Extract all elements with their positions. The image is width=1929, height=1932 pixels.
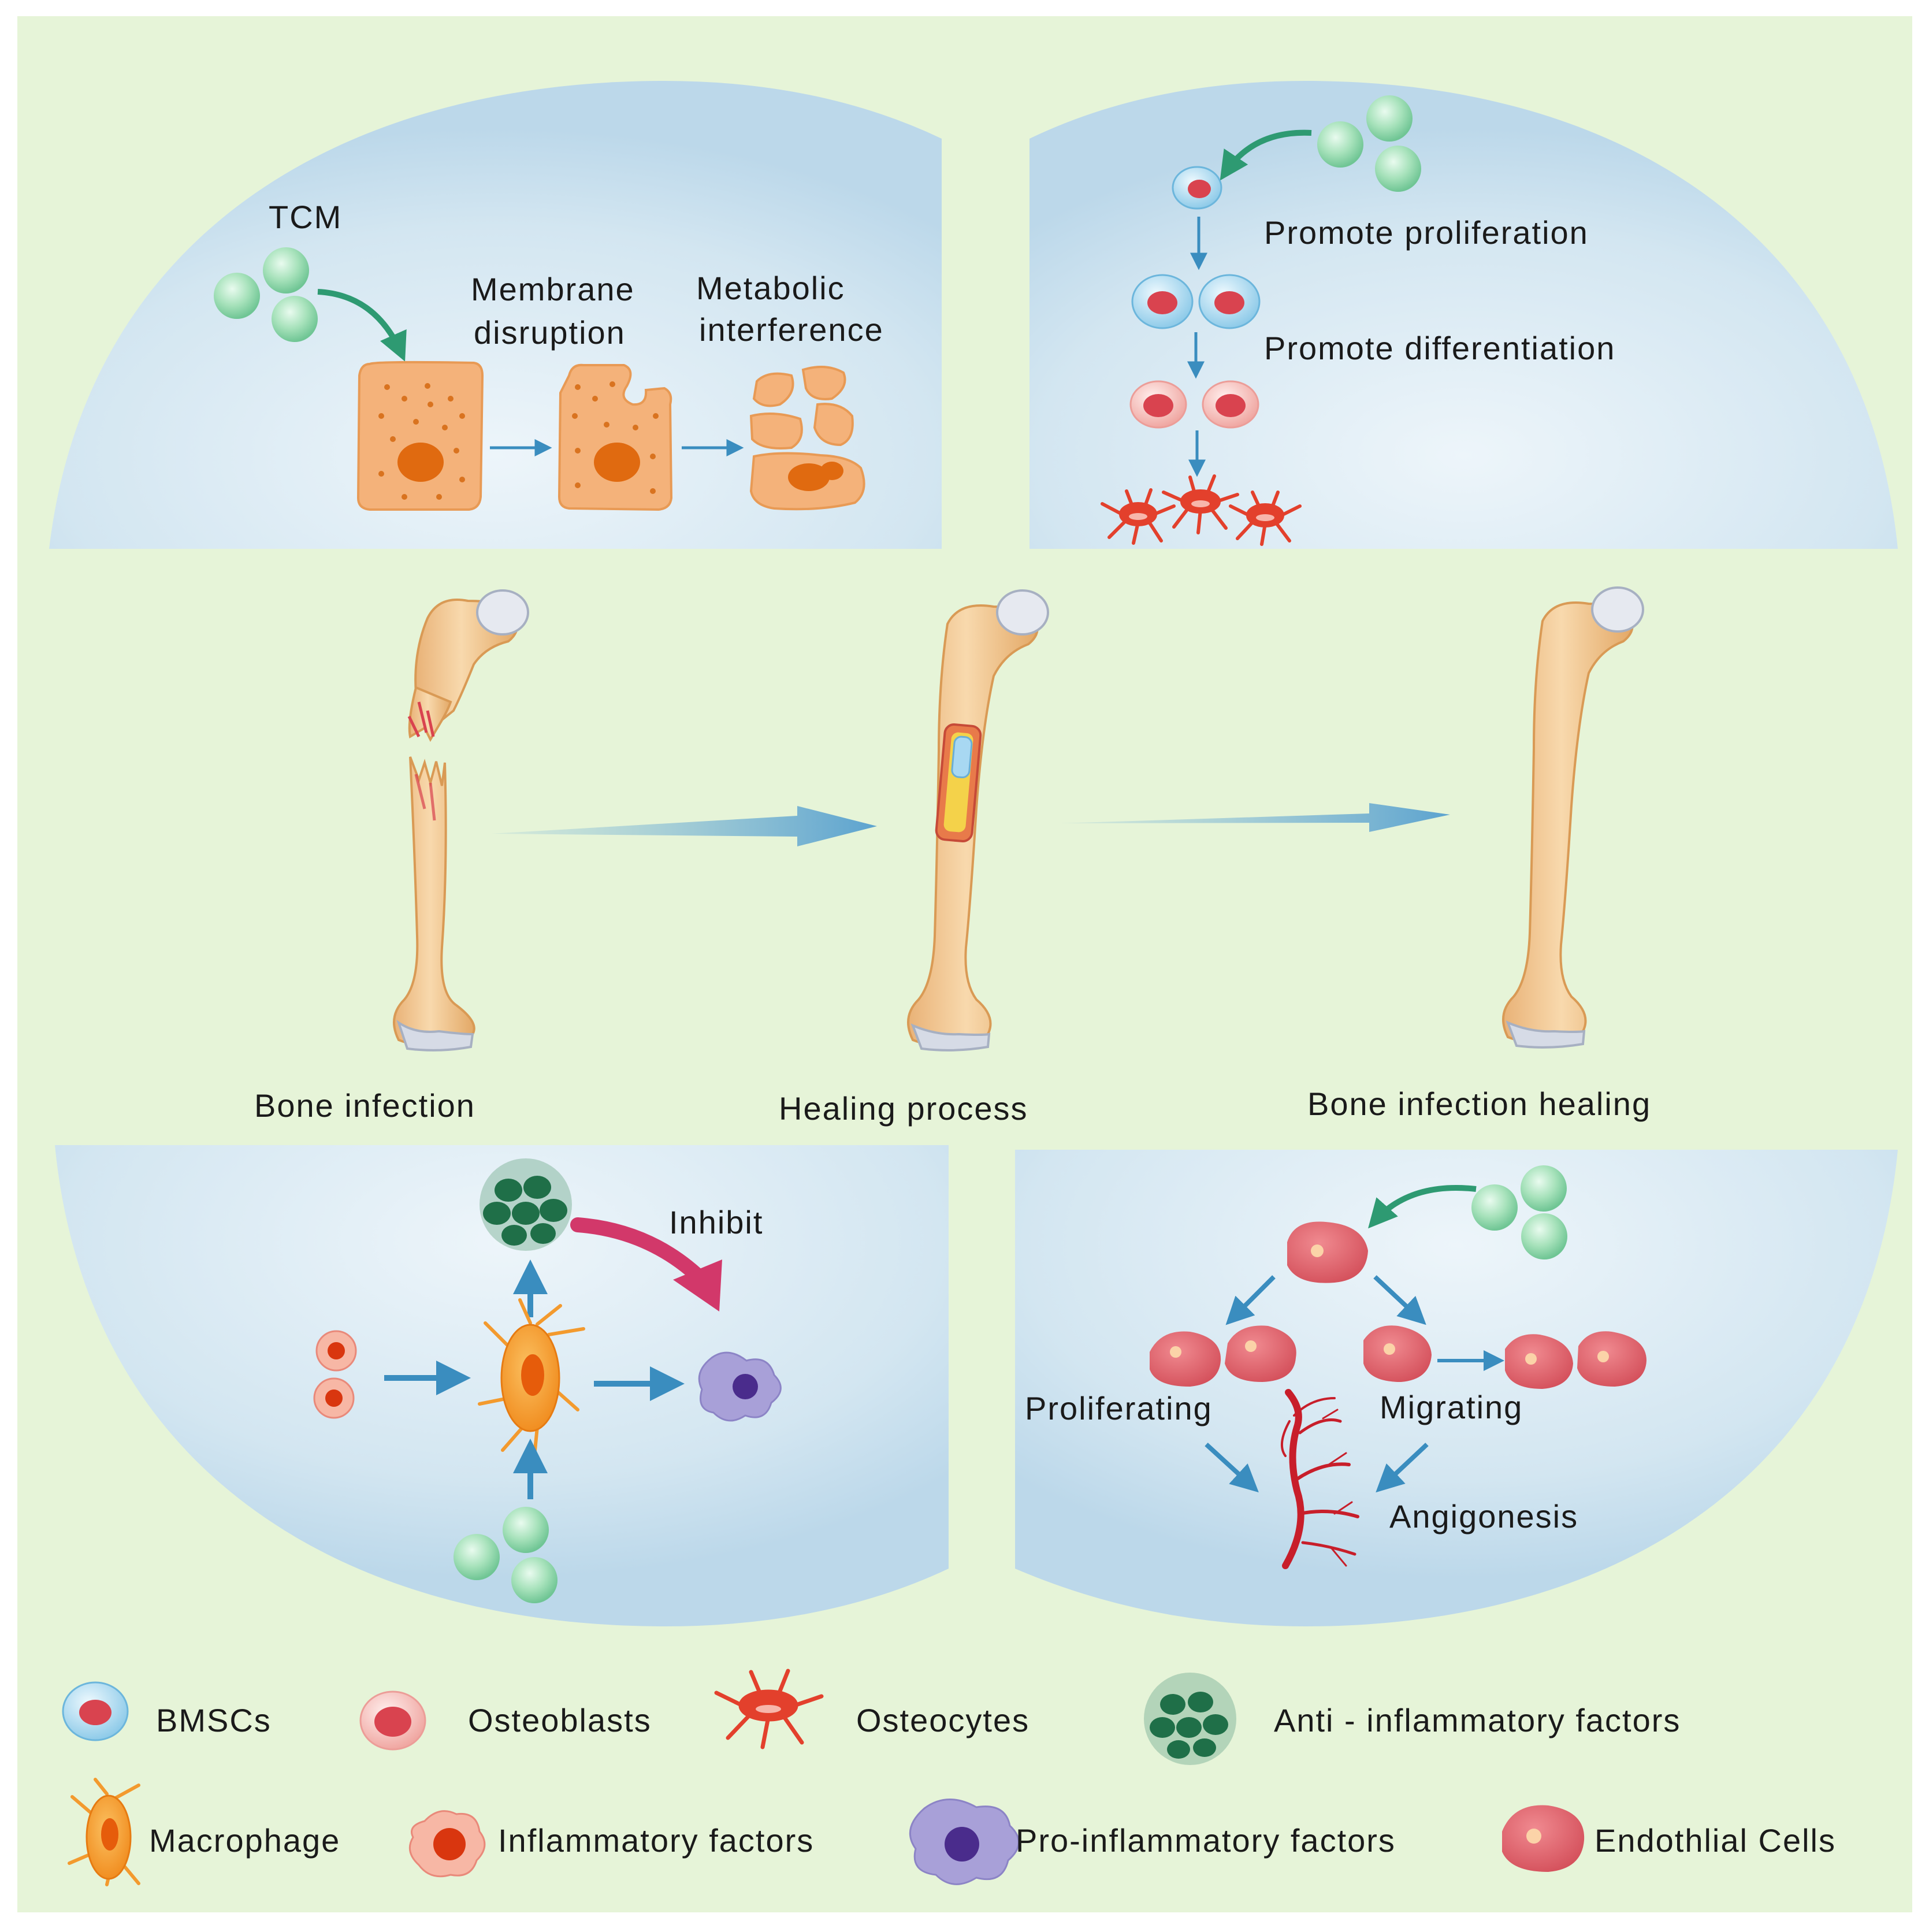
inhibit-label: Inhibit — [669, 1204, 763, 1240]
legend-osteocytes-label: Osteocytes — [856, 1702, 1029, 1738]
legend-pro-inflammatory-icon — [909, 1799, 1020, 1885]
tcm-arrow-icon — [317, 289, 407, 362]
bone-healing-sequence: Bone infection Healing process Bone infe… — [254, 586, 1651, 1127]
bacterium-disrupted-icon — [557, 363, 673, 511]
tcm-spheres-icon — [214, 247, 318, 342]
legend: BMSCs Osteoblasts Osteocytes Anti - infl… — [62, 1669, 1836, 1886]
arrow-icon — [1373, 1275, 1426, 1325]
endothelial-cell-migrating-icon — [1363, 1325, 1432, 1382]
panel-tcm-mechanism: TCM — [49, 81, 942, 549]
bmsc-cell-icon — [1172, 166, 1222, 210]
endothelial-cell-icon — [1287, 1221, 1368, 1283]
endothelial-cell-pair-icon — [1150, 1325, 1296, 1387]
legend-endothelial-label: Endothlial Cells — [1595, 1822, 1836, 1859]
arrow-icon — [1225, 1275, 1276, 1325]
tcm-label: TCM — [269, 199, 342, 235]
tcm-spheres-icon — [454, 1507, 557, 1603]
panel-macrophage-polarization: Inhibit — [55, 1145, 949, 1626]
tcm-spheres-icon — [1317, 95, 1421, 192]
metabolic-label-line1: Metabolic — [696, 270, 845, 306]
arrow-icon — [1205, 1443, 1259, 1493]
osteocyte-group-icon — [1101, 474, 1302, 546]
panel-bmsc-osteogenesis: Promote proliferation Promote differenti… — [1029, 81, 1898, 549]
legend-inflammatory-icon — [408, 1810, 486, 1878]
promote-differentiation-label: Promote differentiation — [1264, 330, 1615, 366]
migrating-label: Migrating — [1380, 1389, 1523, 1425]
legend-pro-inflammatory-label: Pro-inflammatory factors — [1016, 1822, 1396, 1859]
bmsc-cell-pair-icon — [1131, 274, 1261, 329]
macrophage-cell-icon — [478, 1298, 585, 1458]
proliferating-label: Proliferating — [1025, 1390, 1213, 1426]
tcm-arrow-icon — [1368, 1185, 1477, 1229]
endothelial-cell-pair-icon — [1505, 1331, 1646, 1389]
membrane-label-line2: disruption — [474, 314, 626, 351]
legend-macrophage-label: Macrophage — [149, 1822, 340, 1859]
angiogenesis-label: Angigonesis — [1389, 1498, 1578, 1535]
anti-inflammatory-factor-icon — [480, 1158, 572, 1251]
metabolic-label-line2: interference — [699, 311, 884, 348]
inflammatory-factor-icon — [313, 1330, 357, 1419]
legend-osteocytes-icon — [714, 1669, 824, 1749]
legend-osteoblasts-label: Osteoblasts — [468, 1702, 652, 1738]
blood-vessel-icon — [1280, 1389, 1359, 1569]
healing-process-label: Healing process — [779, 1090, 1028, 1127]
inhibit-arrowhead-icon — [673, 1259, 722, 1311]
osteoblast-pair-icon — [1129, 380, 1259, 429]
bone-with-implant-icon — [907, 589, 1049, 1052]
tcm-spheres-icon — [1471, 1165, 1567, 1259]
legend-anti-inflammatory-icon — [1144, 1673, 1236, 1765]
inhibit-arrow-icon — [570, 1217, 712, 1290]
panel-angiogenesis: Proliferating Migrating Angigonesis — [1015, 1150, 1898, 1626]
legend-bmscs-label: BMSCs — [156, 1702, 272, 1738]
progress-arrow-icon — [491, 806, 877, 846]
legend-anti-inflammatory-label: Anti - inflammatory factors — [1274, 1702, 1681, 1738]
membrane-label-line1: Membrane — [471, 271, 635, 307]
legend-inflammatory-label: Inflammatory factors — [498, 1822, 814, 1859]
fractured-bone-icon — [393, 589, 529, 1052]
legend-endothelial-icon — [1502, 1805, 1585, 1872]
arrow-icon — [1376, 1443, 1429, 1493]
bacterium-intact-icon — [356, 361, 484, 511]
bacterium-fragmented-icon — [749, 366, 865, 511]
promote-proliferation-label: Promote proliferation — [1264, 214, 1589, 251]
legend-bmscs-icon — [62, 1681, 129, 1741]
bone-infection-label: Bone infection — [254, 1087, 475, 1124]
tcm-arrow-icon — [1220, 129, 1312, 181]
legend-macrophage-icon — [68, 1778, 140, 1886]
pro-inflammatory-factor-icon — [698, 1351, 782, 1422]
bone-infection-healing-label: Bone infection healing — [1307, 1086, 1651, 1122]
legend-osteoblasts-icon — [359, 1690, 426, 1751]
progress-arrow-icon — [1060, 803, 1450, 832]
healed-bone-icon — [1502, 586, 1644, 1049]
